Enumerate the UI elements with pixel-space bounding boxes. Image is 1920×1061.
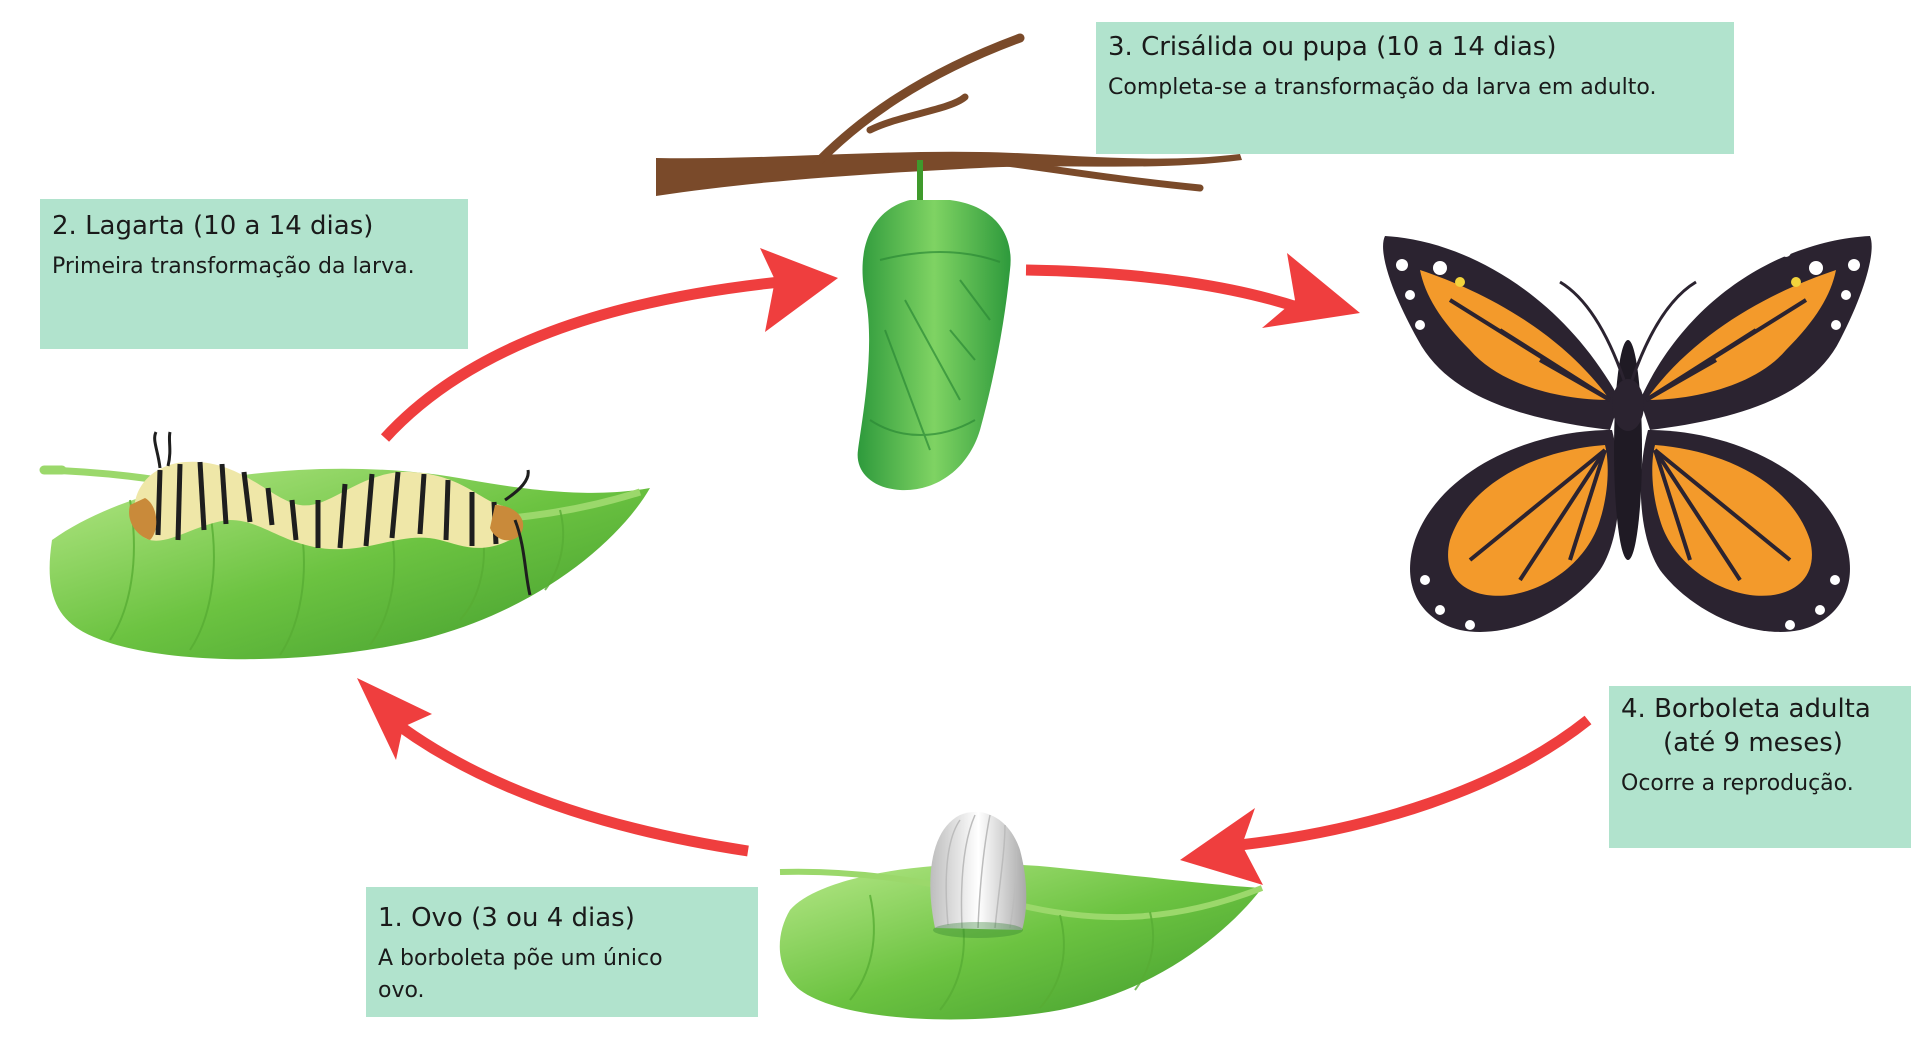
- arrow-caterpillar-to-chrysalis: [380, 276, 781, 442]
- arrow-head-1: [357, 678, 432, 760]
- arrow-butterfly-to-egg: [1239, 715, 1592, 851]
- branch: [656, 33, 1242, 200]
- stage-4-title-line-2: (até 9 meses): [1663, 728, 1843, 758]
- stage-4-label: 4. Borboleta adulta (até 9 meses) Ocorre…: [1609, 686, 1911, 848]
- stage-1-description: A borboleta põe um único ovo.: [378, 943, 746, 1007]
- arrow-head-2: [760, 248, 838, 332]
- stage-2-title: 2. Lagarta (10 a 14 dias): [52, 211, 374, 241]
- cycle-arrows: [357, 248, 1592, 885]
- caterpillar: [129, 431, 532, 596]
- stage-4-title-line-1: 4. Borboleta adulta: [1621, 694, 1871, 724]
- stage-1-description-line-1: A borboleta põe um único: [378, 946, 663, 971]
- arrow-head-3: [1262, 253, 1360, 328]
- stage-2-description: Primeira transformação da larva.: [52, 254, 415, 279]
- butterfly: [1383, 236, 1872, 632]
- egg: [930, 811, 1027, 938]
- stage-4-description: Ocorre a reprodução.: [1621, 771, 1854, 796]
- stage-2-label: 2. Lagarta (10 a 14 dias) Primeira trans…: [40, 199, 468, 349]
- stage-3-label: 3. Crisálida ou pupa (10 a 14 dias) Comp…: [1096, 22, 1734, 154]
- arrow-chrysalis-to-butterfly: [1025, 264, 1302, 314]
- arrow-head-4: [1180, 808, 1263, 885]
- stage-1-label: 1. Ovo (3 ou 4 dias) A borboleta põe um …: [366, 887, 758, 1017]
- stage-3-title: 3. Crisálida ou pupa (10 a 14 dias): [1108, 32, 1557, 62]
- stage-1-description-line-2: ovo.: [378, 978, 425, 1003]
- stage-3-description: Completa-se a transformação da larva em …: [1108, 75, 1657, 100]
- arrow-egg-to-caterpillar: [381, 710, 749, 857]
- chrysalis: [857, 200, 1011, 491]
- stage-1-title: 1. Ovo (3 ou 4 dias): [378, 903, 635, 933]
